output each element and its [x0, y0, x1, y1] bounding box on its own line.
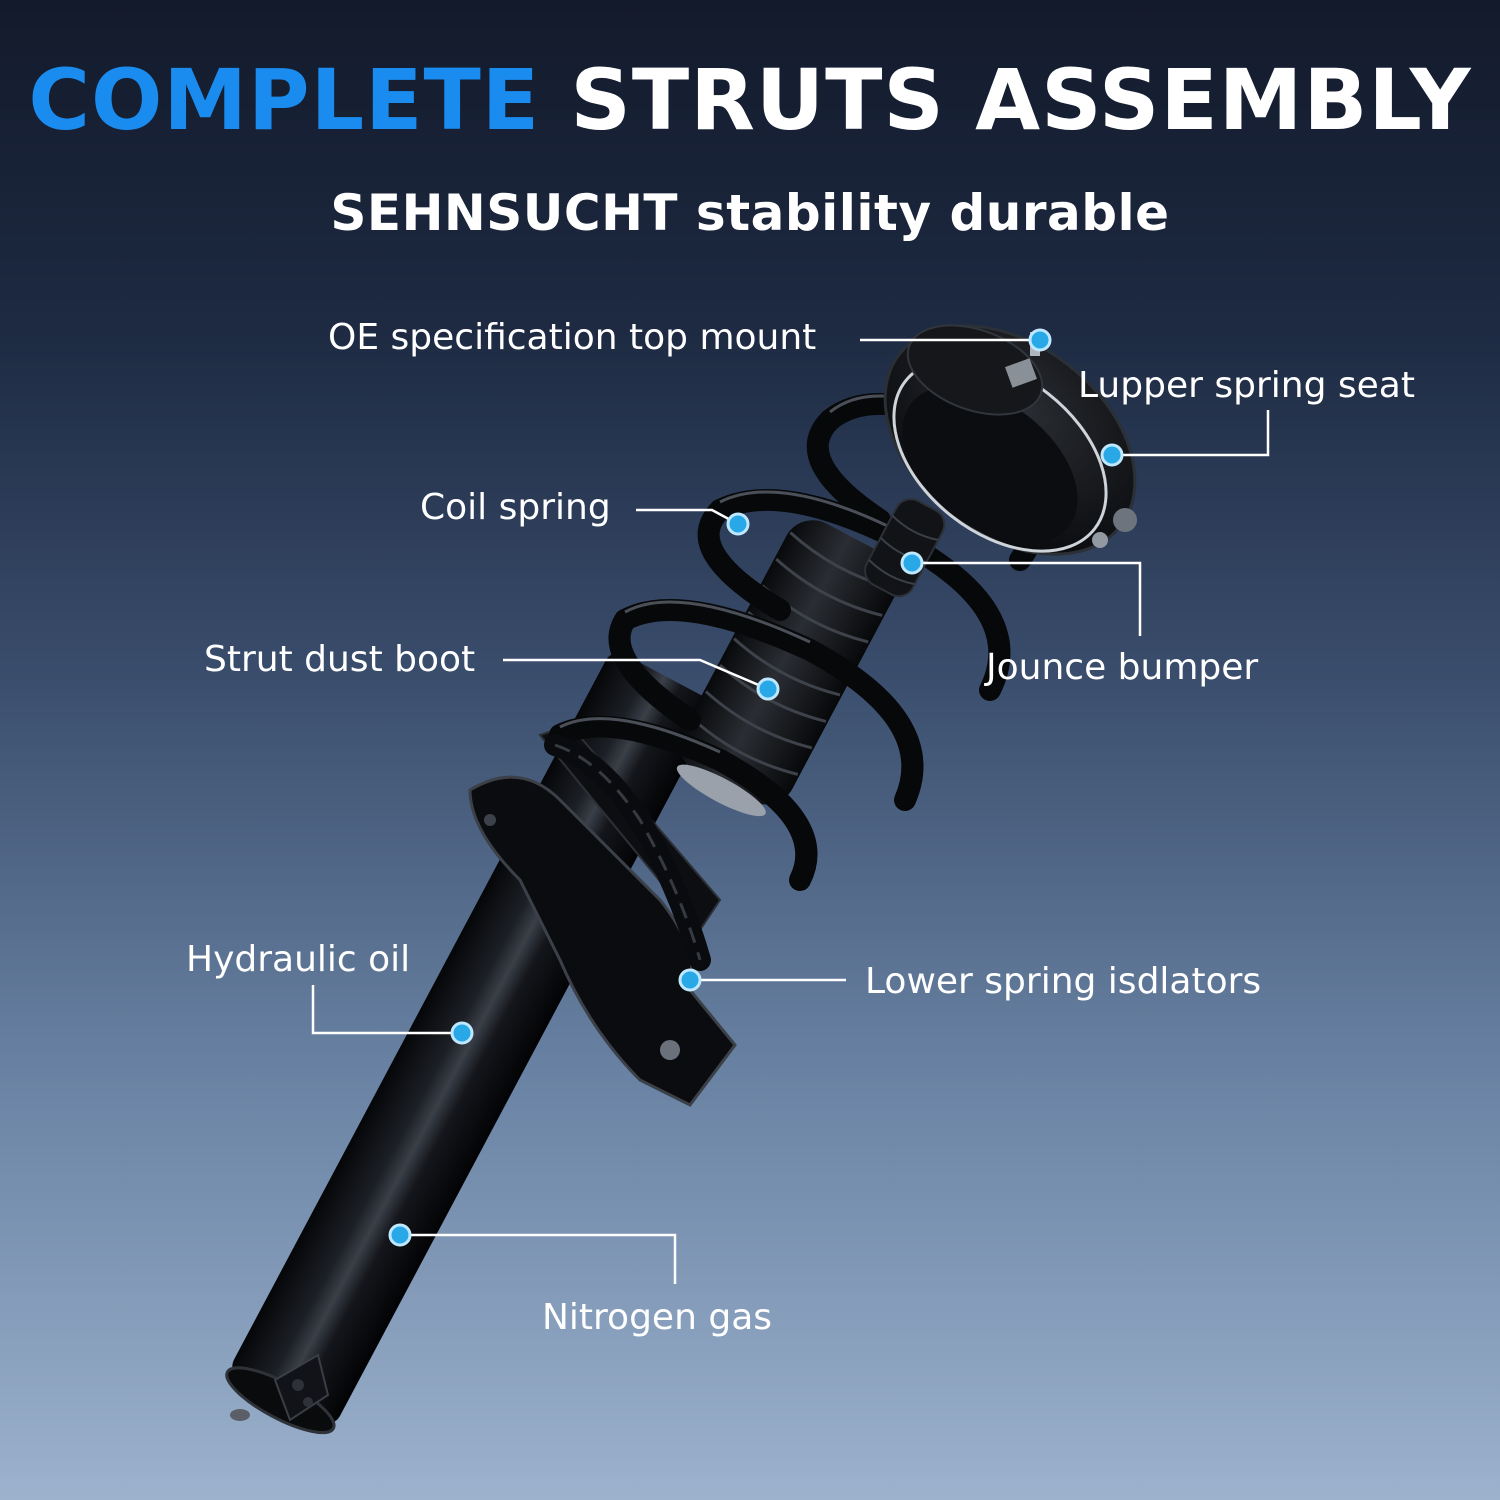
label-nitrogen-gas: Nitrogen gas — [542, 1297, 773, 1338]
headline-rest: STRUTS ASSEMBLY — [570, 51, 1472, 149]
label-coil-spring: Coil spring — [420, 487, 611, 528]
lower-bracket — [230, 1353, 330, 1422]
leader-hydraulic-oil — [311, 985, 462, 1035]
label-lower-spring-isolators: Lower spring isdlators — [865, 961, 1262, 1002]
brake-line-clip — [544, 734, 711, 971]
leader-lines — [311, 338, 1270, 1284]
marker-strut-dust-boot — [756, 677, 780, 701]
leader-jounce-bumper — [912, 561, 1142, 636]
headline: COMPLETE STRUTS ASSEMBLY — [0, 50, 1500, 150]
label-top-mount: OE specification top mount — [328, 317, 817, 358]
marker-hydraulic-oil — [450, 1021, 474, 1045]
subtitle: SEHNSUCHT stability durable — [330, 184, 1170, 242]
label-strut-dust-boot: Strut dust boot — [204, 639, 476, 680]
label-hydraulic-oil: Hydraulic oil — [186, 939, 411, 980]
label-jounce-bumper: Jounce bumper — [986, 647, 1259, 688]
marker-lower-spring-isolators — [678, 968, 702, 992]
marker-coil-spring — [726, 512, 750, 536]
marker-top-mount — [1028, 328, 1052, 352]
marker-nitrogen-gas — [388, 1223, 412, 1247]
marker-jounce-bumper — [900, 551, 924, 575]
headline-accent: COMPLETE — [28, 51, 541, 149]
leader-nitrogen-gas — [400, 1233, 677, 1284]
leader-upper-spring-seat — [1112, 410, 1270, 457]
leader-strut-dust-boot — [503, 658, 769, 691]
label-upper-spring-seat: Lupper spring seat — [1078, 365, 1415, 406]
marker-upper-spring-seat — [1100, 443, 1124, 467]
jounce-bumper — [864, 498, 946, 598]
top-mount — [883, 324, 1137, 556]
callout-markers — [388, 328, 1124, 1247]
